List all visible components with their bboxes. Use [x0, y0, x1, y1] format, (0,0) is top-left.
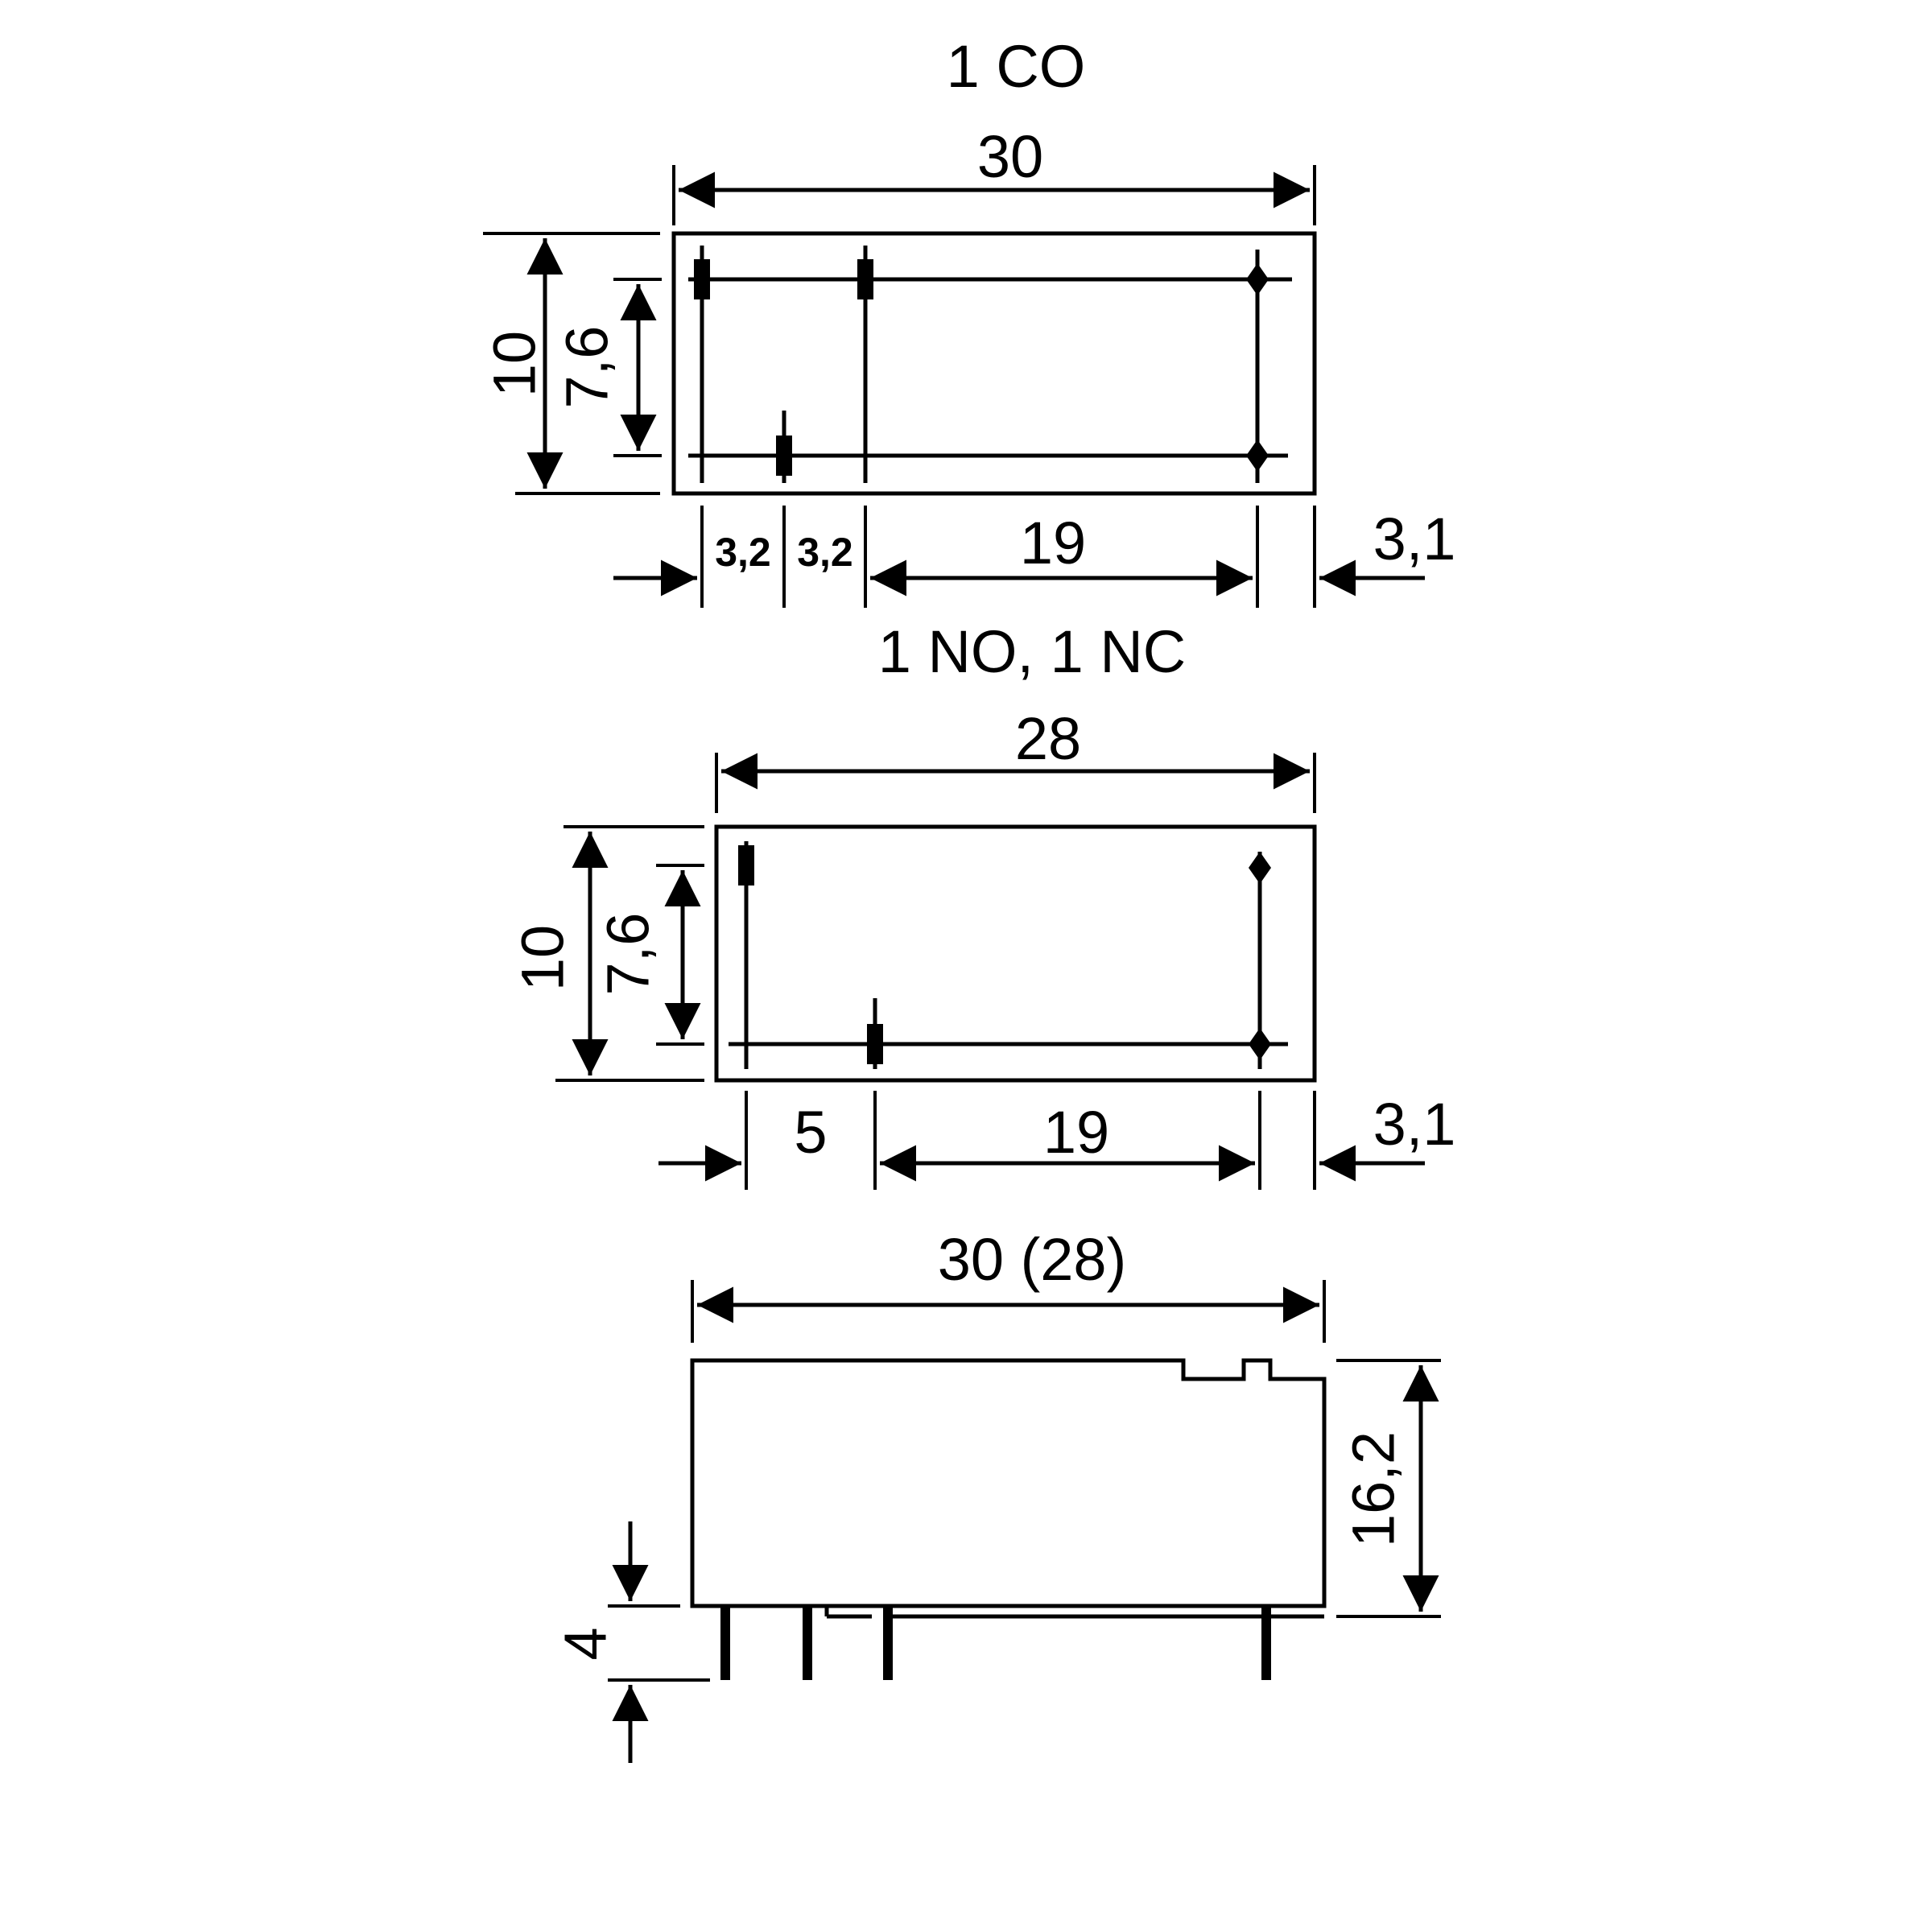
- view-nonc-title: 1 NO, 1 NC: [878, 618, 1186, 685]
- view-1co-title: 1 CO: [947, 33, 1086, 100]
- flat-pin: [857, 259, 873, 299]
- coil-pin: [1249, 852, 1271, 884]
- dim-width-label: 10: [510, 925, 576, 991]
- dim-length-label: 30: [977, 123, 1043, 190]
- dim-pin-length-label: 4: [552, 1627, 619, 1660]
- coil-pin: [1246, 263, 1269, 295]
- coil-pin: [1246, 440, 1269, 472]
- dim-pitch-main-label: 19: [1043, 1099, 1109, 1166]
- dim-length-label: 30 (28): [938, 1226, 1126, 1293]
- flat-pin: [867, 1024, 883, 1064]
- flat-pin: [694, 259, 710, 299]
- dim-pitch-b-label: 3,2: [797, 530, 853, 575]
- housing-outline-side: [690, 1358, 1327, 1608]
- dim-offset-label: 3,1: [1373, 506, 1456, 572]
- housing-outline-top: [671, 231, 1317, 496]
- flat-pin: [738, 845, 754, 886]
- view-side: 30 (28) 16,2 4: [552, 1226, 1441, 1763]
- dim-height-label: 16,2: [1340, 1431, 1407, 1547]
- dim-pitch-a-label: 5: [794, 1099, 827, 1166]
- terminal-pin: [883, 1606, 893, 1680]
- terminal-pin: [803, 1606, 812, 1680]
- terminal-pin: [720, 1606, 730, 1680]
- housing-outline-top: [714, 824, 1317, 1083]
- dim-row-spacing-label: 7,6: [554, 326, 621, 409]
- dim-width-label: 10: [481, 331, 548, 397]
- dim-pitch-a-label: 3,2: [715, 530, 771, 575]
- dim-pitch-main-label: 19: [1020, 510, 1086, 576]
- dim-row-spacing-label: 7,6: [595, 913, 662, 996]
- terminal-pin: [1261, 1606, 1271, 1680]
- coil-pin: [1249, 1028, 1271, 1060]
- view-1no-1nc: 1 NO, 1 NC 28 10 7,6 5: [510, 618, 1456, 1190]
- flat-pin: [776, 436, 792, 476]
- dim-offset-label: 3,1: [1373, 1091, 1456, 1158]
- view-1co: 1 CO 30 10 7,6: [481, 33, 1456, 608]
- dim-length-label: 28: [1015, 705, 1081, 772]
